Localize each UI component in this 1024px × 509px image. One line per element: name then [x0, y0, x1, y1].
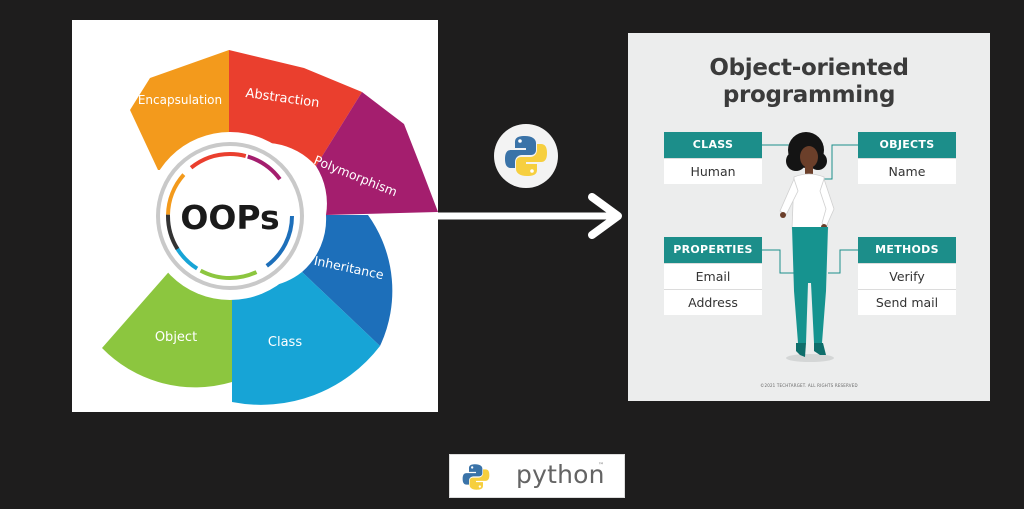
python-wordmark: python	[516, 460, 605, 489]
python-wordmark-logo: python ™	[449, 454, 625, 498]
woman-figure-illustration	[762, 132, 858, 362]
card-properties: PROPERTIES Email Address	[664, 237, 762, 315]
oops-wheel: OOPs Encapsulation Abstraction Polymorph…	[102, 50, 438, 405]
card-properties-row: Address	[664, 289, 762, 315]
card-methods-row: Send mail	[858, 289, 956, 315]
label-class: Class	[268, 335, 302, 350]
segment-class	[232, 272, 380, 405]
card-objects: OBJECTS Name	[858, 132, 956, 184]
oop-title-line2: programming	[722, 82, 896, 108]
oops-wheel-panel: OOPs Encapsulation Abstraction Polymorph…	[72, 20, 438, 412]
oop-illustration-panel: Object-oriented programming CLASS Human	[628, 33, 990, 401]
card-properties-row: Email	[664, 263, 762, 289]
oop-title-line1: Object-oriented	[709, 55, 909, 81]
oop-title: Object-oriented programming	[628, 55, 990, 109]
card-objects-header: OBJECTS	[858, 132, 956, 158]
card-objects-row: Name	[858, 158, 956, 184]
trademark-symbol: ™	[598, 462, 604, 469]
card-methods-row: Verify	[858, 263, 956, 289]
card-class: CLASS Human	[664, 132, 762, 184]
segment-object	[102, 266, 232, 388]
card-properties-header: PROPERTIES	[664, 237, 762, 263]
wheel-center-label: OOPs	[180, 198, 279, 237]
copyright-text: ©2021 TECHTARGET. ALL RIGHTS RESERVED	[760, 383, 858, 388]
python-logo-icon	[505, 136, 547, 176]
card-methods-header: METHODS	[858, 237, 956, 263]
right-arrow-icon	[438, 193, 622, 239]
segment-inheritance	[302, 215, 393, 346]
card-class-row: Human	[664, 158, 762, 184]
label-encapsulation: Encapsulation	[138, 93, 222, 107]
python-logo-icon	[462, 464, 490, 490]
label-object: Object	[155, 330, 197, 345]
segment-abstraction	[229, 50, 362, 166]
python-badge	[494, 124, 558, 188]
card-methods: METHODS Verify Send mail	[858, 237, 956, 315]
card-class-header: CLASS	[664, 132, 762, 158]
segment-polymorphism	[316, 92, 438, 215]
